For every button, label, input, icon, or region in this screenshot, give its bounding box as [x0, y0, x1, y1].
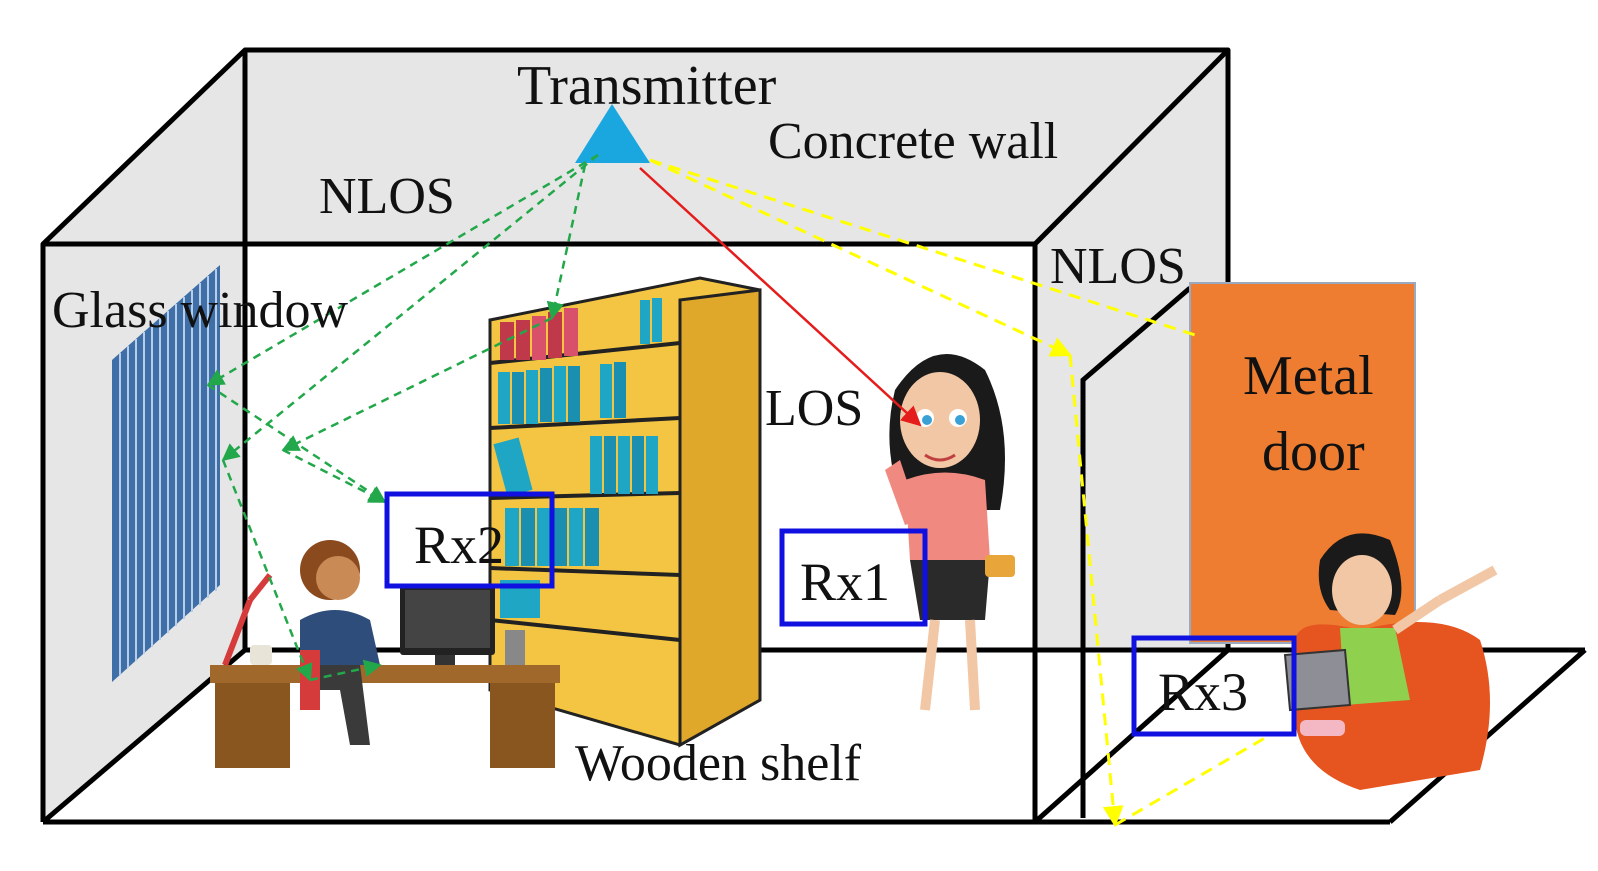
receiver-box-rx3	[1131, 635, 1297, 737]
woman-on-phone-icon	[885, 354, 1015, 711]
nlos-left-label: NLOS	[319, 168, 455, 225]
triangle-antenna-icon	[575, 104, 650, 163]
receiver-box-rx1	[779, 528, 928, 627]
bookshelf-icon	[488, 276, 762, 748]
los-path	[639, 167, 922, 427]
los-label: LOS	[765, 380, 863, 437]
nlos-paths-green	[206, 153, 599, 682]
woman-with-laptop-icon	[1283, 533, 1498, 790]
rx1-label: Rx1	[800, 552, 890, 612]
concrete-wall-label: Concrete wall	[768, 113, 1058, 170]
window-blinds-icon	[112, 265, 220, 682]
transmitter-label: Transmitter	[517, 55, 777, 117]
receiver-boxes	[384, 491, 1297, 737]
metal-door-label-line1: Metal	[1243, 345, 1374, 407]
rx2-label: Rx2	[414, 515, 504, 575]
nlos-right-label: NLOS	[1050, 238, 1186, 295]
glass-window-label: Glass window	[52, 282, 349, 339]
rx3-label: Rx3	[1158, 662, 1248, 722]
wooden-shelf-label: Wooden shelf	[575, 735, 862, 792]
person-at-desk-icon	[210, 540, 560, 768]
nlos-paths-yellow	[649, 158, 1271, 828]
receiver-box-rx2	[384, 491, 555, 589]
metal-door-label-line2: door	[1262, 421, 1365, 483]
side-wall	[1035, 50, 1228, 460]
